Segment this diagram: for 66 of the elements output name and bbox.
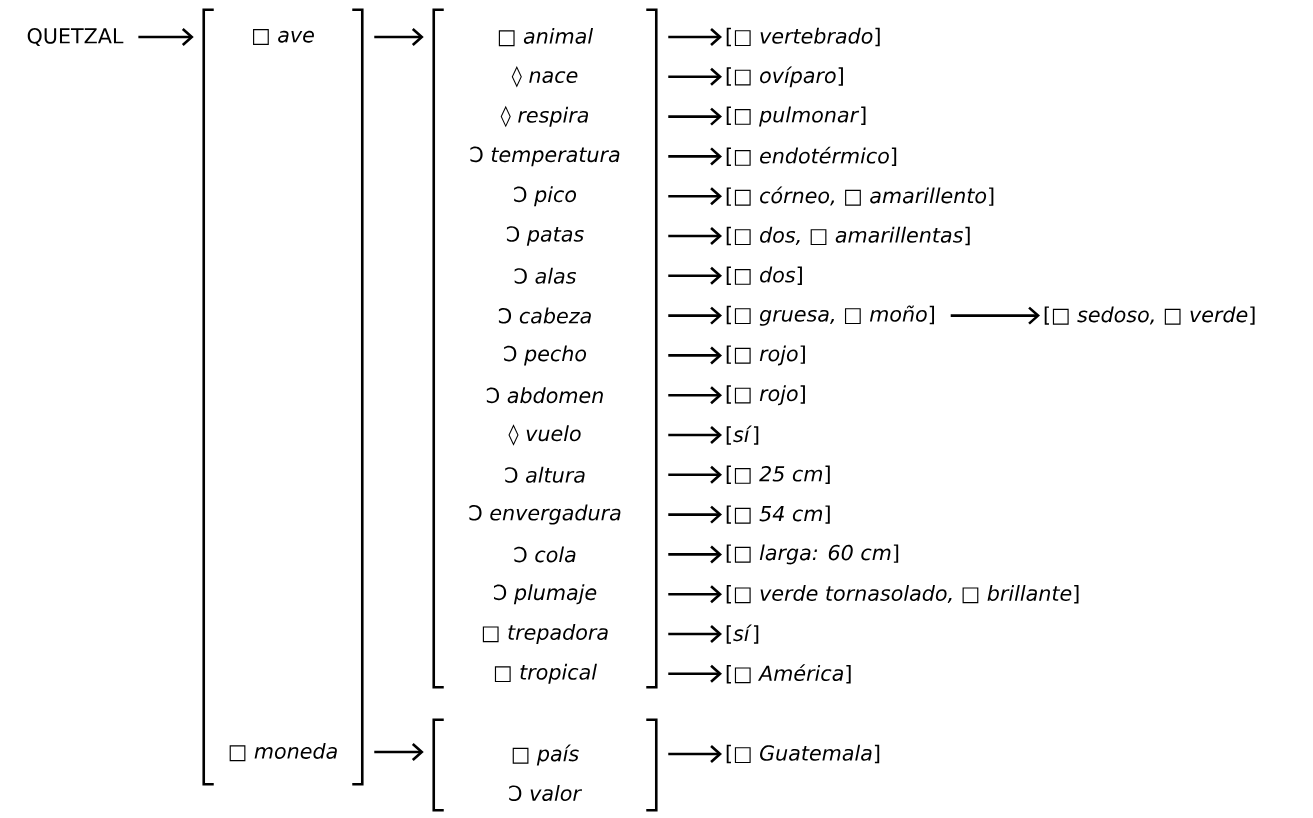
value-label: [□ 25 cm] [726, 465, 830, 484]
attribute-label: □ país [512, 744, 579, 766]
value-label: [□ rojo] [726, 385, 805, 406]
arrow [668, 227, 722, 245]
value-label: [□ 54 cm] [726, 505, 830, 524]
attribute-label: Ɔ pecho [504, 345, 587, 366]
value-label: [□ sedoso, □ verde] [1044, 306, 1255, 325]
attribute-label: □ trepadora [482, 624, 608, 644]
arrow [668, 266, 722, 285]
value-label: [□ pulmonar] [726, 106, 866, 127]
attribute-label: Ɔ cola [514, 546, 576, 563]
attribute-label: Ɔ temperatura [470, 146, 620, 167]
attribute-label: Ɔ altura [505, 466, 585, 483]
arrow [668, 664, 722, 683]
arrow [668, 346, 722, 365]
attribute-label: Ɔ envergadura [469, 504, 621, 525]
value-label: [□ vertebrado] [726, 27, 880, 47]
attribute-label: ◊ vuelo [508, 424, 581, 446]
arrow [668, 545, 722, 564]
arrow [668, 107, 722, 126]
arrow [668, 147, 722, 166]
arrow [668, 465, 722, 484]
arrow [374, 28, 424, 46]
attribute-label: Ɔ plumaje [494, 584, 597, 605]
arrow [668, 67, 722, 86]
attribute-label: Ɔ patas [506, 226, 584, 246]
attribute-label: Ɔ alas [514, 267, 577, 284]
bracket [432, 8, 658, 689]
concept-label: QUETZAL [27, 28, 124, 46]
attribute-label: Ɔ cabeza [498, 307, 591, 324]
arrow [668, 745, 722, 763]
value-label: [□ verde tornasolado, □ brillante] [726, 585, 1079, 604]
value-label: [□ América] [726, 664, 851, 684]
attribute-label: □ animal [498, 27, 593, 47]
attribute-label: □ ave [253, 29, 314, 45]
value-label: [□ dos] [726, 266, 802, 285]
bracket [202, 8, 364, 786]
arrow [668, 426, 722, 444]
value-label: [sí] [726, 425, 759, 445]
value-label: [□ córneo, □ amarillento] [726, 186, 994, 206]
value-label: [□ gruesa, □ moño] [726, 305, 934, 326]
attribute-label: ◊ nace [511, 66, 578, 88]
attribute-label: □ moneda [229, 742, 337, 762]
attribute-label: Ɔ valor [509, 785, 582, 801]
arrow [950, 306, 1040, 325]
bracket [432, 718, 658, 812]
arrow [668, 386, 722, 405]
attribute-label: ◊ respira [500, 105, 588, 128]
value-label: [□ rojo] [726, 345, 805, 366]
arrow [374, 743, 424, 761]
arrow [668, 625, 722, 643]
arrow [668, 187, 722, 206]
value-label: [□ dos, □ amarillentas] [726, 226, 970, 246]
arrow [138, 28, 194, 46]
attribute-label: □ tropical [494, 663, 597, 684]
arrow [668, 28, 722, 46]
value-label: [□ endotérmico] [726, 146, 897, 167]
value-label: [sí] [726, 624, 759, 644]
arrow [668, 585, 722, 604]
attribute-label: Ɔ pico [514, 186, 577, 207]
arrow [668, 306, 722, 325]
value-label: [□ Guatemala] [726, 744, 880, 764]
value-label: [□ larga: 60 cm] [726, 544, 899, 565]
attribute-label: Ɔ abdomen [486, 387, 603, 404]
arrow [668, 505, 722, 524]
value-label: [□ ovíparo] [726, 66, 843, 88]
